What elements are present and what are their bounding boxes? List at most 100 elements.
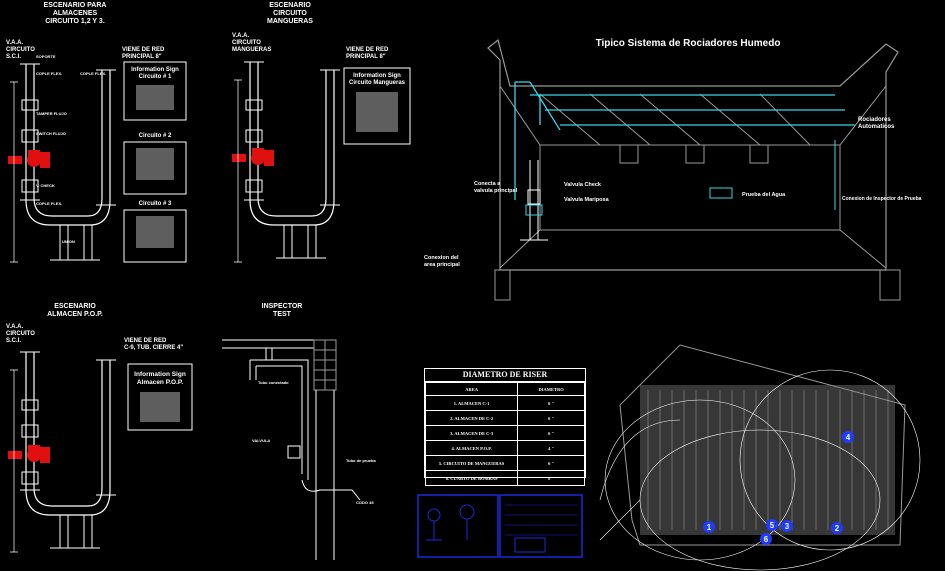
panel1-sign-title-1: Information Sign <box>131 67 179 73</box>
inspector-label-1: Tubo conectado <box>258 380 289 385</box>
inspector-valve <box>287 445 301 459</box>
plan-marker-2: 2 <box>831 522 843 534</box>
rociadores-2: Automaticos <box>858 124 895 130</box>
panel1-sign-3 <box>123 209 187 263</box>
panel2-flanges <box>244 61 340 206</box>
panel1-switch-body <box>21 129 39 143</box>
svg-text:5: 5 <box>770 521 775 530</box>
panel1-tamper: TAMPER FLUJO <box>36 111 67 116</box>
panel1-support: SOPORTE <box>36 54 56 59</box>
panel3-valve-body <box>21 399 39 411</box>
panel3-vaa-3: S.C.I. <box>6 338 21 344</box>
legend-pump-icon <box>514 537 546 553</box>
panel1-title-1: ESCENARIO PARA <box>44 2 107 9</box>
plan-coverage-2 <box>739 369 921 551</box>
check-label: Valvula Check <box>564 182 602 188</box>
panel2-title-2: CIRCUITO <box>273 10 307 17</box>
row-area: 2. ALMACEN DE C-2 <box>424 410 519 426</box>
panel-almacenes: ESCENARIO PARA ALMACENES CIRCUITO 1,2 Y … <box>6 2 187 263</box>
panel3-vaa-2: CIRCUITO <box>6 331 35 337</box>
panel2-title-3: MANGUERAS <box>267 18 313 25</box>
panel1-vaa-2: CIRCUITO <box>6 47 35 53</box>
rociadores-1: Rociadores <box>858 117 891 123</box>
row-diametro: 6 " <box>517 425 585 441</box>
legend-valve-icon <box>426 508 442 541</box>
plan-arcs <box>599 419 681 541</box>
panel2-red-valve <box>232 148 274 166</box>
legend-sprinkler-icon <box>459 504 475 540</box>
panel1-flanges <box>20 63 116 206</box>
plan-marker-6: 6 <box>760 533 772 545</box>
panel1-flex-top: COPLE FLEX. <box>36 71 62 76</box>
panel1-supports <box>50 225 100 261</box>
panel1-flex-right: COPLE FLEX. <box>80 71 106 76</box>
panel2-supports <box>276 225 326 259</box>
inspector-label-2: VALVULA <box>252 438 270 443</box>
row-diametro: 6 " <box>517 410 585 426</box>
sprinkler-pipes <box>514 81 855 200</box>
panel3-check-body <box>21 471 39 485</box>
panel3-supports <box>50 515 100 549</box>
inspector-label-3: Tubo de prueba <box>346 458 376 463</box>
panel3-red-valve <box>8 445 50 463</box>
roof-trusses <box>539 93 811 146</box>
panel1-title-3: CIRCUITO 1,2 Y 3. <box>45 18 105 25</box>
plan-grid <box>640 385 895 535</box>
plan-gridlines <box>647 390 889 530</box>
panel2-vaa-2: CIRCUITO <box>232 40 261 46</box>
panel3-view-2: C-9, TUB. CIERRE 4" <box>124 345 183 351</box>
panel3-title-1: ESCENARIO <box>54 303 96 310</box>
building-footings <box>494 269 901 301</box>
inspector-wall <box>315 390 335 560</box>
panel1-sign-1 <box>123 61 187 121</box>
inspector-title-2: TEST <box>273 311 292 318</box>
conecta-1: Conecta a <box>474 181 501 187</box>
panel2-riser-pipe <box>249 62 335 226</box>
inspector-drain <box>301 479 361 501</box>
inspector-title-1: INSPECTOR <box>262 303 303 310</box>
panel-mangueras: ESCENARIO CIRCUITO MANGUERAS V.A.A. CIRC… <box>232 2 411 263</box>
svg-text:4: 4 <box>846 433 851 442</box>
plan-coverage-1 <box>604 399 796 561</box>
plan-marker-1: 1 <box>703 521 715 533</box>
panel1-bottom: COPLE FLEX. <box>36 201 62 206</box>
inspector-label-4: CODO 45 <box>356 500 374 505</box>
area-connection-2: area principal <box>424 262 460 268</box>
site-outline <box>619 344 906 546</box>
legend-lines <box>505 504 578 536</box>
panel3-sign <box>127 363 193 431</box>
panel3-riser-pipe <box>25 352 111 516</box>
panel3-sign-title-2: Almacen P.O.P. <box>137 379 184 386</box>
water-test-box <box>709 187 733 199</box>
panel1-view-2: PRINCIPAL 8" <box>122 54 162 60</box>
svg-text:6: 6 <box>764 535 769 544</box>
butterfly-valve <box>525 204 543 216</box>
row-area: 1. ALMACEN C-1 <box>424 395 519 411</box>
panel2-vaa-3: MANGUERAS <box>232 47 271 53</box>
header-area: AREA <box>424 382 519 396</box>
inspector-pipe <box>250 348 309 480</box>
panel2-title-1: ESCENARIO <box>269 2 311 9</box>
panel-inspector-test: INSPECTOR TEST Tubo conectado VALVULA Tu… <box>222 303 376 560</box>
panel2-sign-title-1: Information Sign <box>353 73 401 79</box>
panel1-valve-body <box>21 99 39 111</box>
panel2-check-body <box>245 179 263 193</box>
conecta-2: valvula principal <box>474 188 518 194</box>
panel1-dimension <box>10 81 18 263</box>
panel2-switch-body <box>245 129 263 143</box>
row-area: 6. CUARTO DE BOMBAS <box>424 470 519 486</box>
panel3-dimension <box>10 369 18 553</box>
panel1-switch: SWITCH FLUJO <box>36 131 66 136</box>
beam-3 <box>749 144 769 164</box>
building-interior <box>499 85 887 269</box>
inspector-drop <box>249 360 257 380</box>
panel3-sign-title-1: Information Sign <box>134 371 186 378</box>
row-area: 4. ALMACEN P.O.P. <box>424 440 519 456</box>
panel1-sign-title-2: Circuito # 1 <box>139 74 172 80</box>
panel1-sign-1-content <box>136 85 174 110</box>
